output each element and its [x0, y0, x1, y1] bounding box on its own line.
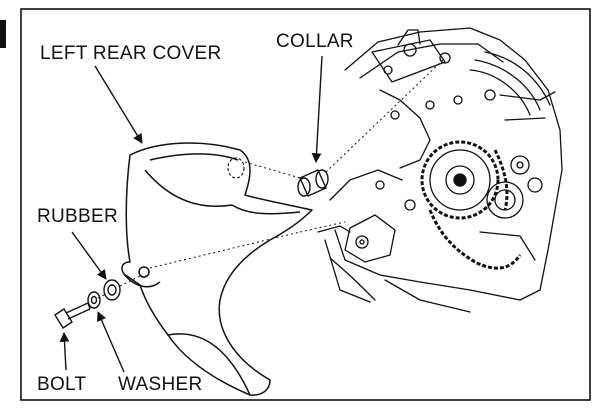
diagram-border: [20, 8, 591, 401]
label-bolt: BOLT: [37, 374, 87, 395]
label-left-rear-cover: LEFT REAR COVER: [40, 43, 222, 64]
drive-sprocket: [420, 140, 522, 270]
collar-leader-arrow: [311, 55, 323, 163]
washer-part: [87, 291, 101, 309]
engine-assembly: [317, 27, 563, 313]
left-rear-cover: [121, 142, 313, 396]
label-collar: COLLAR: [276, 31, 354, 52]
bolt-part: [54, 302, 91, 329]
cover-leader-arrow: [94, 65, 143, 144]
rubber-leader-arrow: [71, 231, 107, 280]
washer-leader-arrow: [97, 311, 125, 373]
left-edge-mark: [0, 20, 6, 48]
leader-arrows: [59, 55, 323, 373]
rubber-grommet: [103, 279, 121, 301]
label-rubber: RUBBER: [37, 206, 118, 227]
collar-part: [297, 169, 329, 197]
cover-boss: [227, 157, 245, 179]
assembly-alignment-lines: [97, 57, 446, 299]
bolt-leader-arrow: [59, 332, 70, 371]
label-washer: WASHER: [118, 374, 203, 395]
